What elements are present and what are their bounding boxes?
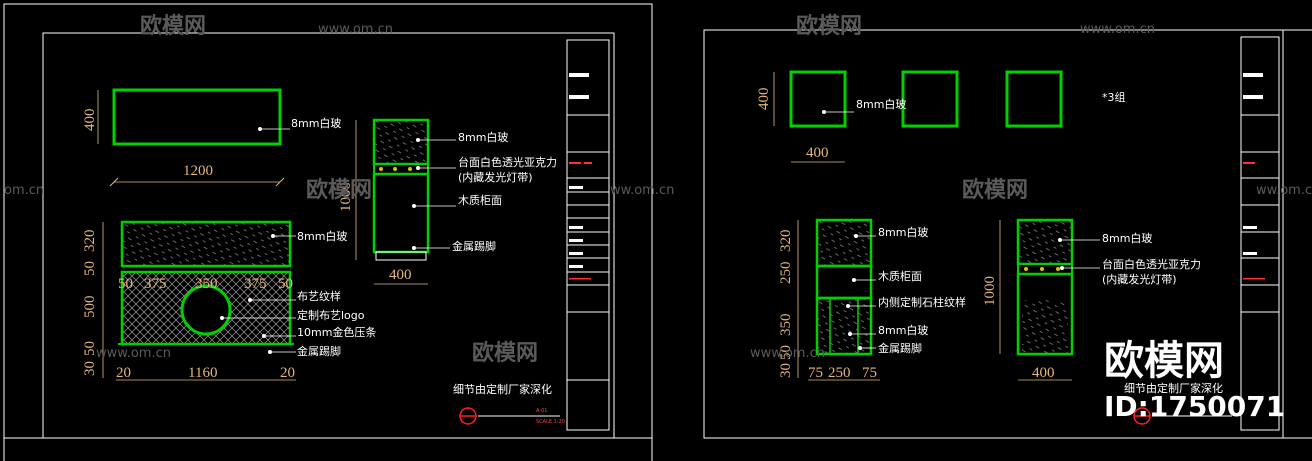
left-section-stamp: A-01 SCALE 1:20 [459,407,565,425]
left-front-bottom-r: 20 [280,365,295,381]
right-front-dim-d4: 30 [778,363,794,378]
left-front-dim-base1: 50 [82,341,98,356]
left-front-logo-label: 定制布艺logo [297,308,365,322]
watermark-site-fragment: om.cn [4,183,44,198]
left-side-acrylic-label-2: (内藏发光灯带) [458,170,533,184]
left-front-elevation [118,220,294,346]
left-front-bottom-l: 20 [116,365,131,381]
left-side-elevation [372,118,430,261]
watermarks: 欧模网 www.om.cn 欧模网 www.om.cn om.cn 欧模网 ww… [4,13,1312,423]
left-front-logo-circle [180,284,232,336]
right-side-acrylic-label-1: 台面白色透光亚克力 [1102,257,1201,271]
right-front-glass-low-label: 8mm白玻 [878,323,928,337]
left-front-seg-c: 350 [195,276,218,292]
left-front-seg-e: 50 [278,276,293,292]
watermark-site: www.om.cn [96,346,171,361]
right-plan-square-2 [901,70,959,128]
left-front-kick-label: 金属踢脚 [297,344,341,358]
left-front-glass-panel [120,220,292,268]
right-front-stone-label: 内侧定制石柱纹样 [878,295,966,309]
sheet-left-outer-frame [3,3,653,461]
watermark-site-fragment: ww.om.cn [1256,183,1312,198]
sheet-left-title-block [566,39,610,431]
right-front-dim-d1: 250 [778,262,794,285]
right-front-dim-d5: 50 [778,345,794,360]
left-side-kick-label: 金属踢脚 [452,239,496,253]
left-front-seg-d: 375 [244,276,267,292]
sheet-right: 8mm白玻 *3组 400 400 320 250 350 50 30 75 2… [703,29,1312,439]
watermark-brand-large: 欧模网 [1104,338,1224,384]
left-plan-glass-label: 8mm白玻 [291,116,341,130]
right-front-cabinet-label: 木质柜面 [878,270,922,283]
watermark-site: www.om.cn [750,346,825,361]
right-side-height-dim: 1000 [982,276,998,306]
sheet-left: 8mm白玻 1200 400 8mm白玻 布艺纹样 定制布艺logo 10mm金… [3,3,653,461]
left-front-dim-mid: 500 [82,296,98,319]
right-plan-h-dim: 400 [756,88,772,111]
watermark-site: www.om.cn [1080,22,1155,37]
right-side-acrylic-label-2: (内藏发光灯带) [1102,272,1177,286]
left-front-seg-b: 375 [144,276,167,292]
right-plan-glass-label: 8mm白玻 [856,97,906,111]
left-front-dim-top: 320 [82,230,98,253]
left-stamp-code: A-01 [536,408,547,414]
watermark-brand: 欧模网 [306,177,372,203]
right-footer-note: 细节由定制厂家深化 [1124,381,1223,395]
watermark-brand: 欧模网 [140,13,206,39]
right-front-kick-label: 金属踢脚 [878,341,922,355]
right-plan-square-3 [1005,70,1063,128]
left-plan-height-dim: 400 [82,109,98,132]
right-front-w-r: 75 [862,365,877,381]
watermark-site-fragment: ww.om.cn [610,183,674,198]
right-front-dim-d3: 350 [778,314,794,337]
left-front-seg-a: 50 [118,276,133,292]
right-front-elevation [815,218,873,356]
left-front-dim-gap: 50 [82,261,98,276]
right-front-w-c: 250 [828,365,851,381]
right-front-dim-d2: 320 [778,230,794,253]
right-plan-w-dim: 400 [806,145,829,161]
left-stamp-scale: SCALE 1:20 [536,419,565,425]
right-side-glass-label: 8mm白玻 [1102,231,1152,245]
left-side-glass-label: 8mm白玻 [458,130,508,144]
left-plan-glass-top [112,88,282,146]
watermark-id: ID:1750071 [1104,390,1285,423]
right-section-stamp [1133,407,1232,425]
left-front-fabric-label: 布艺纹样 [297,289,341,303]
right-plan-square-1 [789,70,847,128]
left-front-strip-label: 10mm金色压条 [297,325,376,339]
watermark-brand: 欧模网 [796,13,862,39]
left-plan-length-dim: 1200 [183,163,213,179]
watermark-brand: 欧模网 [472,340,538,366]
left-footer-note: 细节由定制厂家深化 [453,382,552,396]
right-front-w-l: 75 [808,365,823,381]
watermark-brand: 欧模网 [962,177,1028,203]
left-side-width-dim: 400 [389,267,412,283]
left-front-glass-label: 8mm白玻 [297,229,347,243]
right-side-elevation [1016,218,1074,356]
left-front-dim-base2: 30 [82,361,98,376]
right-side-width-dim: 400 [1032,365,1055,381]
left-front-bottom-total: 1160 [188,365,217,381]
sheet-right-title-block [1240,36,1280,431]
right-front-glass-label: 8mm白玻 [878,225,928,239]
left-side-height-dim: 1000 [338,182,354,212]
left-side-cabinet-label: 木质柜面 [458,194,502,207]
left-side-acrylic-label-1: 台面白色透光亚克力 [458,155,557,169]
right-plan-group-label: *3组 [1102,90,1126,104]
watermark-site: www.om.cn [318,22,393,37]
